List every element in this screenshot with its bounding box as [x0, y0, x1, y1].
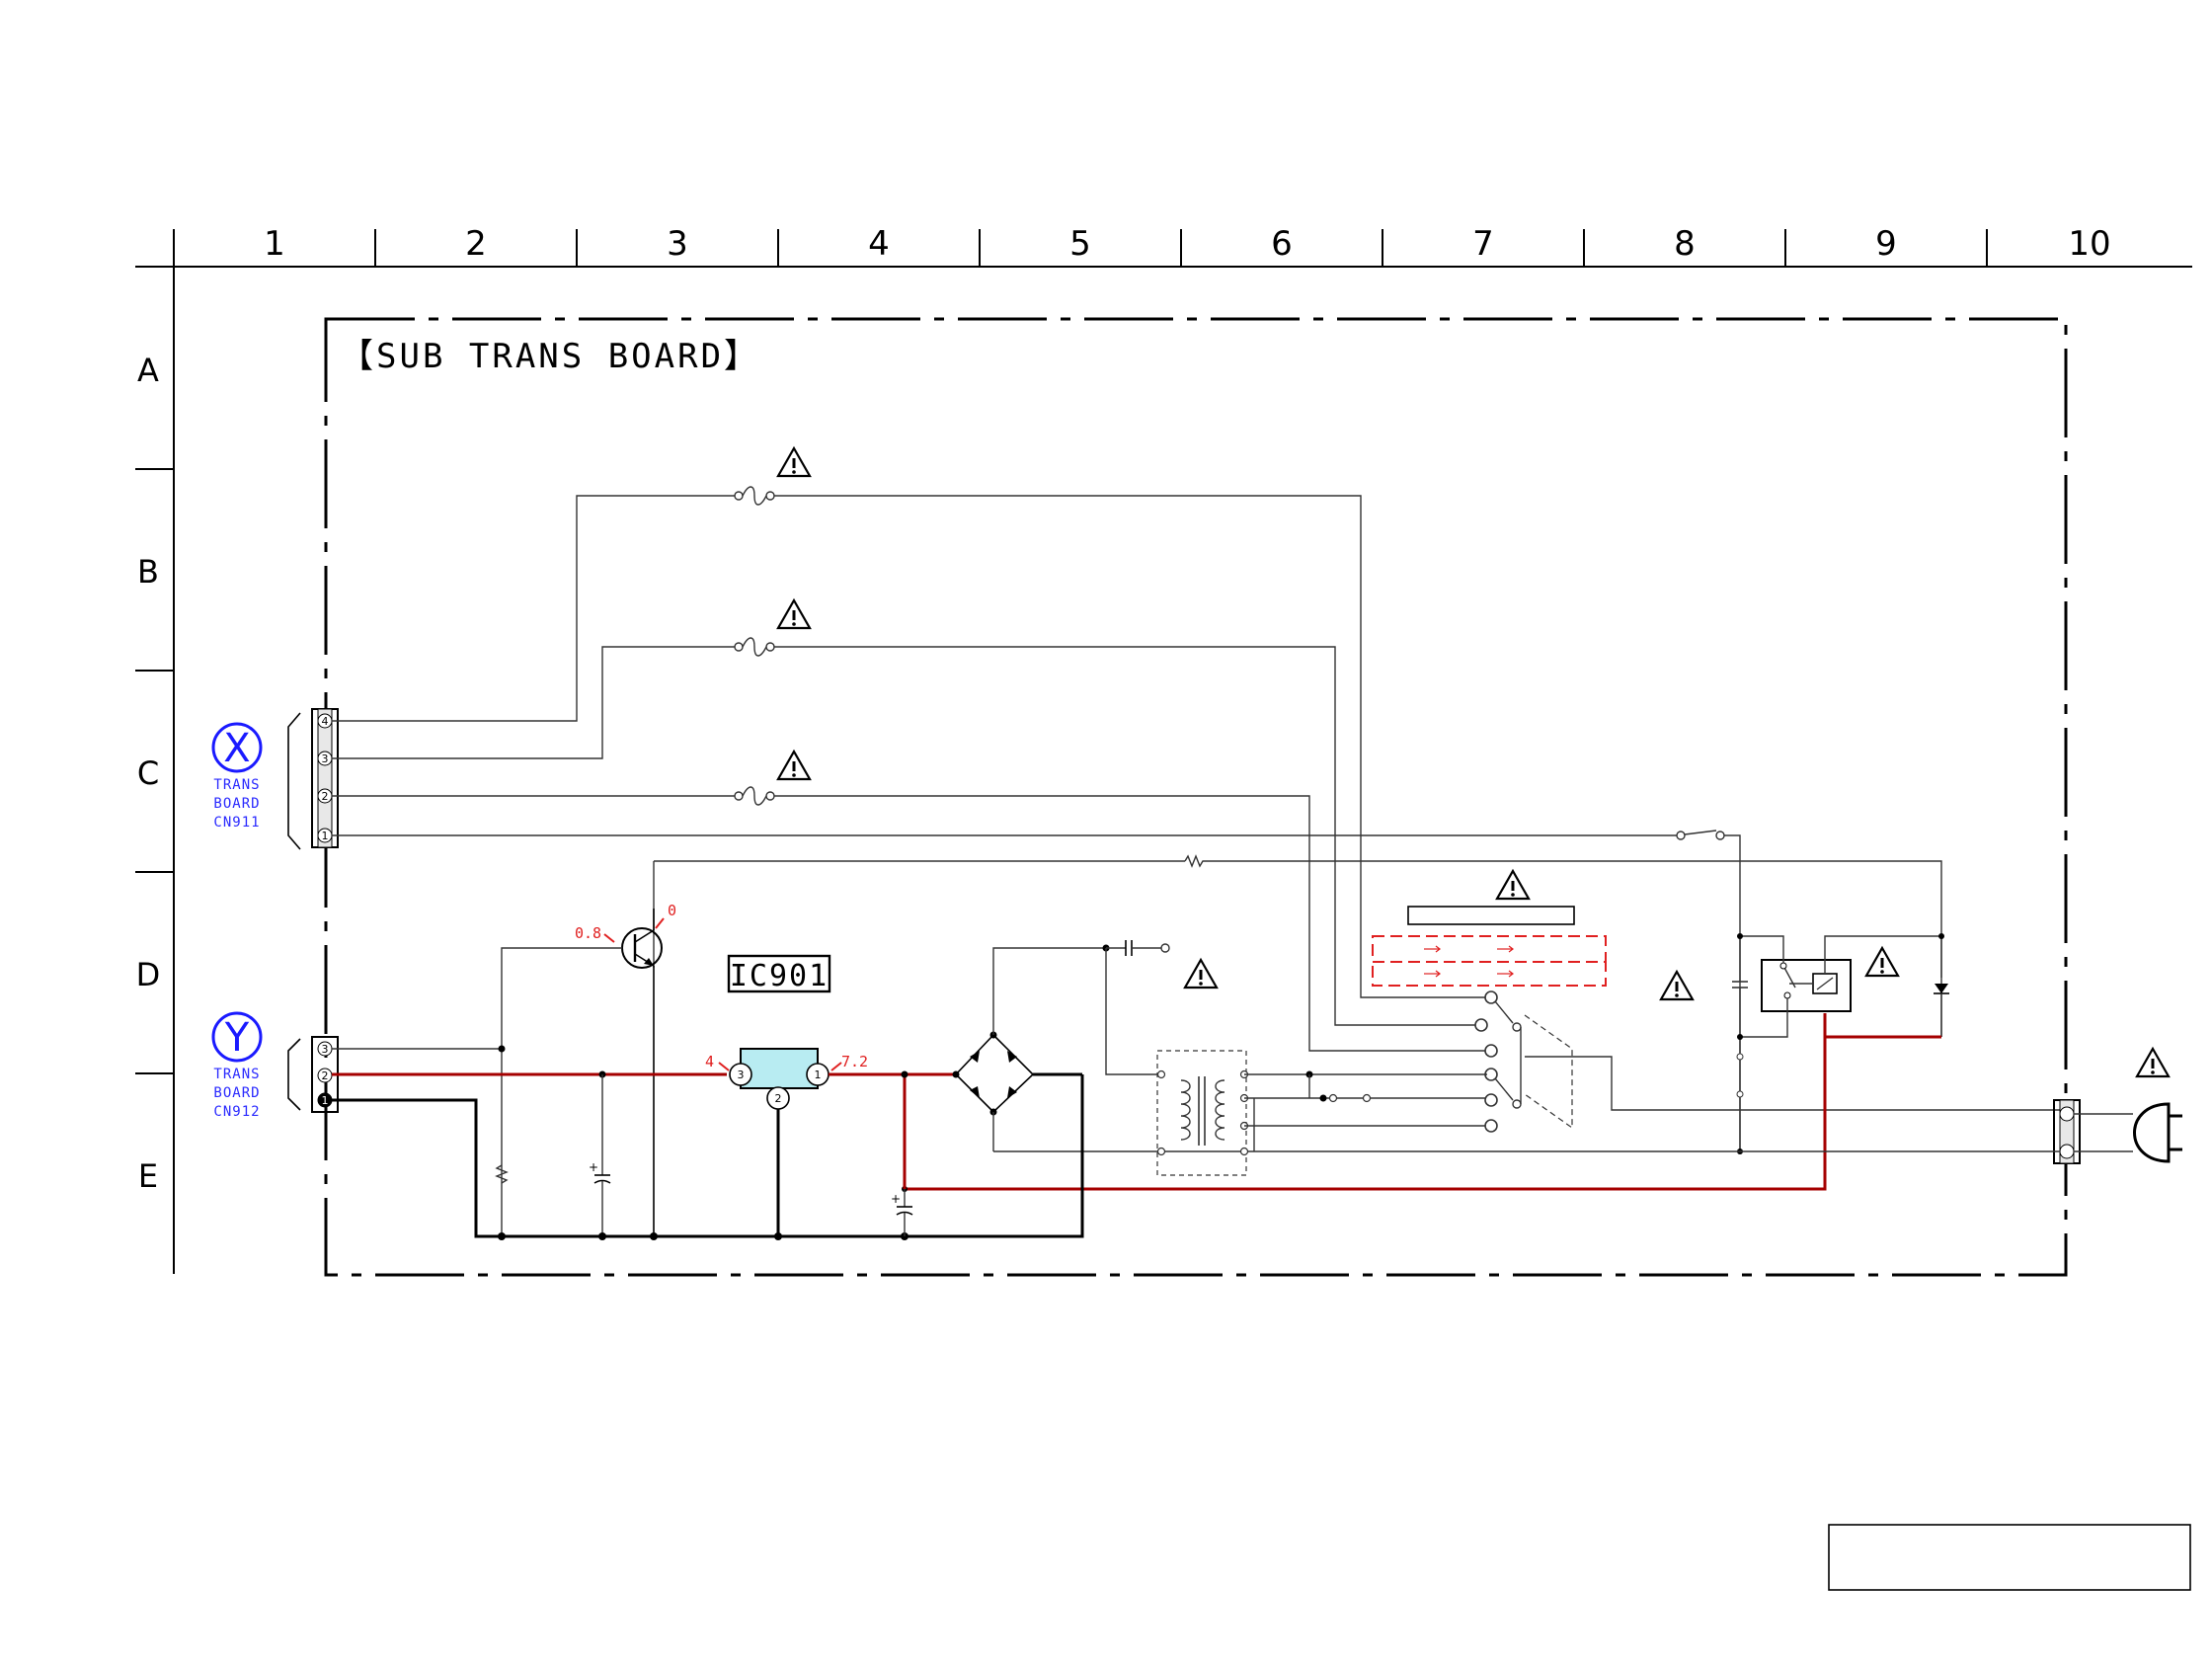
- connector-x-line2: BOARD: [213, 796, 260, 812]
- connector-label-y: Y TRANS BOARD CN912: [213, 1013, 261, 1120]
- fuse-f3: [735, 787, 774, 805]
- connector-y-line1: TRANS: [213, 1067, 260, 1082]
- grid-col-10: 10: [2068, 224, 2110, 264]
- ic-pin-2: 2: [775, 1092, 782, 1105]
- capacitor-c3: [1103, 940, 1170, 1074]
- grid-col-9: 9: [1875, 224, 1897, 264]
- transformer-t901: [1157, 1051, 1487, 1175]
- connector-x-letter: X: [223, 726, 250, 771]
- grid-col-1: 1: [264, 224, 285, 264]
- caution-icon: [778, 448, 810, 476]
- switch-s1: [1677, 831, 1724, 839]
- connector-label-x: X TRANS BOARD CN911: [213, 724, 261, 831]
- ac-inlet-connector: [2054, 1100, 2133, 1163]
- caution-icon: [1497, 871, 1529, 899]
- diode-d1: [1934, 933, 1949, 1037]
- capacitor-c1: [1732, 933, 1748, 1154]
- cn911-pin-4: 4: [322, 715, 329, 728]
- connector-cn912: 3 2 1: [288, 1037, 338, 1112]
- upper-wiring: [332, 496, 1941, 1151]
- connector-y-line2: BOARD: [213, 1085, 260, 1101]
- cn912-pin-1: 1: [322, 1094, 329, 1107]
- selector-label-box: [1408, 907, 1574, 924]
- capacitor-c2: +: [891, 1189, 912, 1236]
- caution-icon: [778, 600, 810, 628]
- cn911-pin-2: 2: [322, 790, 329, 803]
- ic-label: IC901: [730, 959, 829, 993]
- regulator-ic901: 3 2 1: [730, 1049, 829, 1236]
- grid-frame: [135, 229, 2192, 1274]
- power-trace-return: [905, 1037, 1825, 1189]
- caution-icon: [778, 752, 810, 779]
- board-title: 【SUB TRANS BOARD】: [340, 337, 760, 376]
- cn912-pin-3: 3: [322, 1043, 329, 1056]
- connector-y-line3: CN912: [213, 1104, 260, 1120]
- notes-box: [1829, 1525, 2190, 1590]
- grid-col-6: 6: [1271, 224, 1293, 264]
- voltage-selector-switch: [1475, 991, 2066, 1132]
- cn911-pin-3: 3: [322, 752, 329, 765]
- grid-row-d: D: [136, 956, 161, 993]
- connector-y-letter: Y: [224, 1015, 250, 1061]
- cn912-wiring: +: [332, 1046, 1082, 1241]
- grid-col-2: 2: [465, 224, 487, 264]
- transistor-q901: [502, 909, 662, 1236]
- ic-pin-1: 1: [815, 1069, 822, 1081]
- caution-icon: [2137, 1049, 2169, 1076]
- voltage-ic-pin1: 7.2: [841, 1053, 868, 1070]
- grid-col-5: 5: [1069, 224, 1091, 264]
- power-trace-relay: [1825, 1013, 1941, 1037]
- voltage-ic-pin3: 4: [705, 1053, 714, 1070]
- connector-x-line3: CN911: [213, 815, 260, 831]
- cn912-pin-2: 2: [322, 1069, 329, 1082]
- grid-col-7: 7: [1472, 224, 1494, 264]
- board-outline: [326, 319, 2066, 1275]
- caution-icon: [1866, 948, 1898, 976]
- caution-icon: [1661, 972, 1693, 999]
- voltage-q-base: 0.8: [575, 924, 601, 942]
- grid-row-a: A: [137, 352, 159, 389]
- ic-pin-3: 3: [738, 1069, 745, 1081]
- svg-text:+: +: [589, 1160, 598, 1174]
- svg-text:+: +: [891, 1192, 901, 1206]
- grid-col-8: 8: [1674, 224, 1696, 264]
- voltage-setting-frames: [1373, 936, 1606, 986]
- grid-row-b: B: [137, 553, 159, 591]
- resistor-r1: [1185, 856, 1205, 866]
- relay-ry901: [1740, 936, 1941, 1037]
- fuse-f2: [735, 638, 774, 656]
- grid-col-3: 3: [667, 224, 688, 264]
- fuse-f1: [735, 487, 774, 505]
- grid-col-4: 4: [868, 224, 890, 264]
- caution-icon: [1185, 960, 1217, 988]
- grid-row-e: E: [138, 1157, 158, 1195]
- voltage-q-collector: 0: [668, 902, 676, 919]
- grid-row-c: C: [137, 754, 159, 792]
- connector-cn911: 4 3 2 1: [288, 709, 338, 849]
- ac-plug-icon: [2135, 1104, 2183, 1161]
- cn911-pin-1: 1: [322, 830, 329, 842]
- connector-x-line1: TRANS: [213, 777, 260, 793]
